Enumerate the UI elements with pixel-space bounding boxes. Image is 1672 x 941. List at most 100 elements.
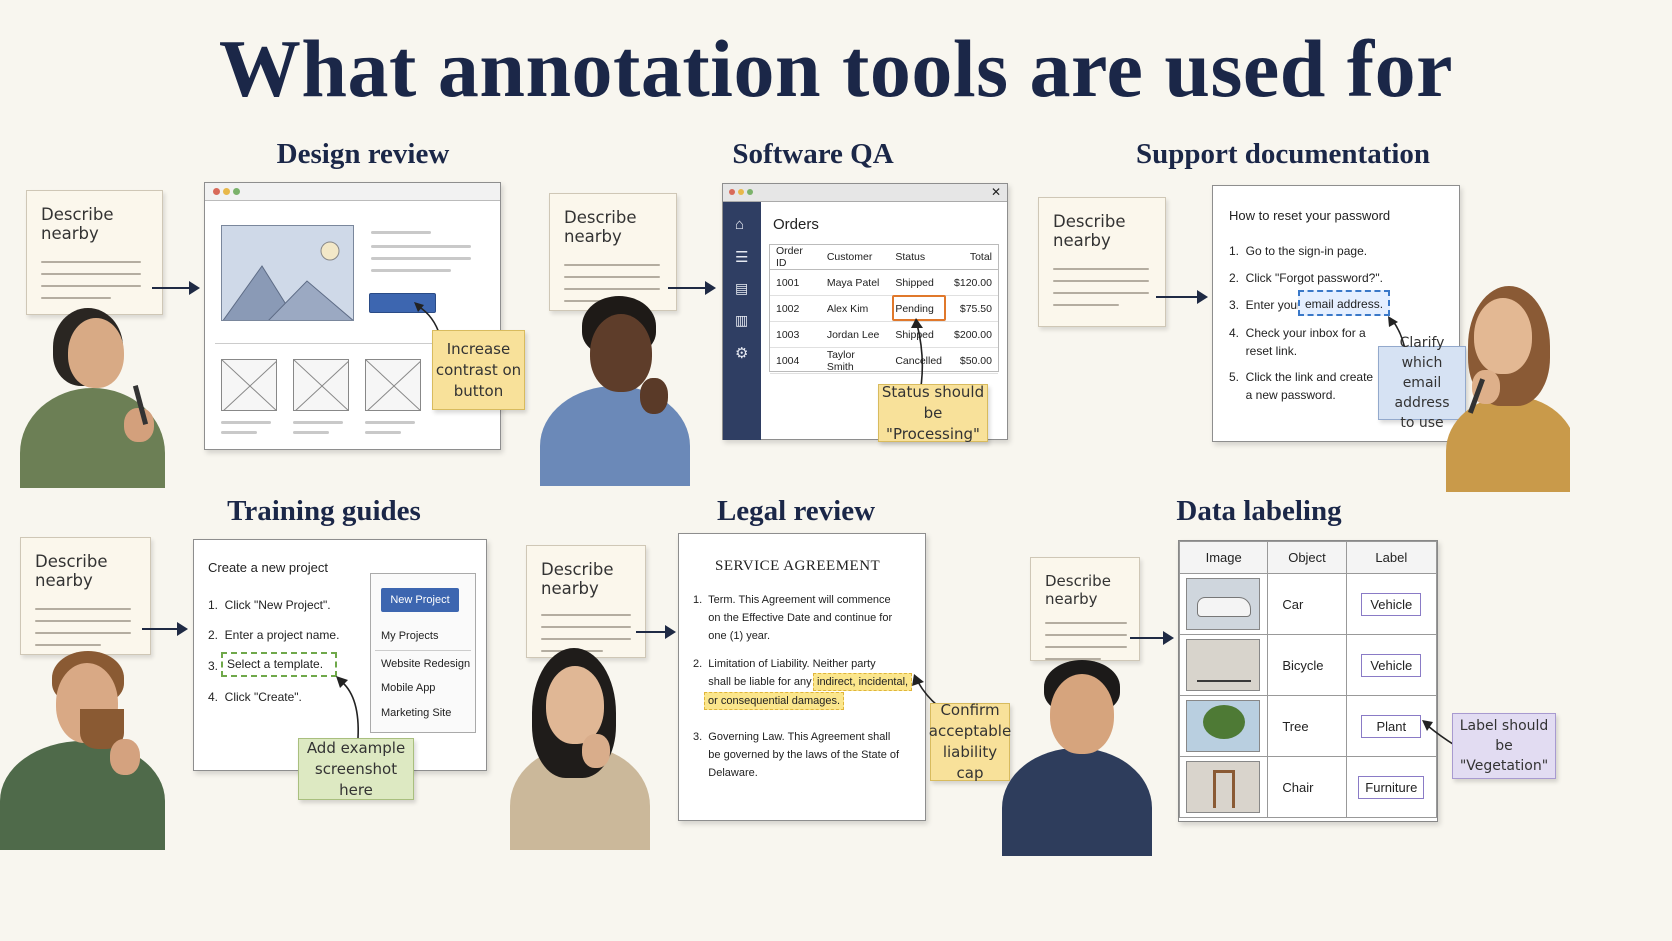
step-text: 5. Click the link and create a new passw… [1229, 370, 1374, 402]
object-cell: Chair [1267, 756, 1347, 818]
table-cell: 1002 [770, 295, 821, 322]
column-header: Image [1178, 541, 1269, 574]
note-label: Describe nearby [41, 205, 114, 243]
column-header: Order ID [770, 245, 821, 270]
chart-icon[interactable]: ▥ [735, 312, 749, 328]
panel-title-design-review: Design review [276, 138, 450, 170]
label-tag[interactable]: Vehicle [1361, 592, 1422, 616]
bike-thumbnail-icon [1186, 639, 1260, 691]
person-illustration [510, 648, 660, 850]
object-cell: Bicycle [1267, 634, 1347, 696]
placeholder-icon [221, 359, 277, 411]
clause-text: 3. Governing Law. This Agreement shall b… [693, 731, 900, 779]
step-text: 3. Enter your [1229, 298, 1302, 312]
table-row[interactable]: Bicycle Vehicle [1178, 634, 1438, 696]
page-title: What annotation tools are used for [218, 23, 1454, 114]
car-thumbnail-icon [1186, 578, 1260, 630]
person-illustration [540, 296, 700, 486]
window-heading: Orders [773, 216, 819, 233]
column-header: Customer [820, 245, 890, 270]
panel-title-training-guides: Training guides [227, 495, 421, 527]
home-icon[interactable]: ⌂ [735, 216, 745, 233]
design-mockup-window [204, 182, 501, 450]
table-row[interactable]: Tree Plant [1178, 695, 1438, 757]
window-maximize-dot-icon [747, 189, 753, 195]
placeholder-icon [365, 359, 421, 411]
describe-nearby-note: Describe nearby [1030, 557, 1140, 661]
placeholder-icon [293, 359, 349, 411]
callout-note: Confirm acceptable liability cap [928, 701, 1012, 782]
note-label: Describe nearby [541, 560, 614, 598]
gear-icon[interactable]: ⚙ [735, 345, 749, 362]
panel-title-software-qa: Software QA [732, 138, 894, 170]
step-text: 4. Check your inbox for a reset link. [1229, 326, 1366, 358]
step-text: 2. Enter a project name. [208, 628, 340, 642]
help-article-window: How to reset your password 1. Go to the … [1212, 185, 1460, 442]
highlighted-text: indirect, incidental, [813, 673, 913, 691]
step-text: 4. Click "Create". [208, 690, 302, 704]
label-cell: Vehicle [1345, 634, 1438, 696]
window-minimize-dot-icon [738, 189, 744, 195]
app-sidebar: ⌂ ☰ ▤ ▥ ⚙ [723, 202, 761, 440]
window-minimize-dot-icon [223, 188, 230, 195]
table-cell: $50.00 [948, 347, 998, 374]
menu-item[interactable]: My Projects [381, 630, 439, 642]
callout-note: Add example screenshot here [298, 738, 414, 800]
table-cell: Shipped [889, 269, 949, 296]
image-placeholder-icon [221, 225, 354, 321]
panel-title-data-labeling: Data labeling [1176, 495, 1342, 527]
panel-title-support-documentation: Support documentation [1135, 138, 1431, 170]
menu-icon[interactable]: ☰ [735, 249, 749, 266]
table-cell: 1004 [770, 347, 821, 374]
menu-item[interactable]: Marketing Site [381, 707, 452, 719]
person-illustration [18, 300, 188, 488]
note-label: Describe nearby [35, 552, 108, 590]
menu-item[interactable]: Mobile App [381, 682, 436, 694]
chair-thumbnail-icon [1186, 761, 1260, 813]
window-maximize-dot-icon [233, 188, 240, 195]
panel-title-legal-review: Legal review [716, 495, 876, 527]
note-label: Describe nearby [1045, 572, 1111, 608]
arrow-icon [636, 625, 676, 639]
step-text: 3. [208, 659, 219, 673]
note-label: Describe nearby [1053, 212, 1126, 250]
arrow-icon [1156, 290, 1208, 304]
image-cell [1178, 695, 1269, 757]
menu-item[interactable]: Website Redesign [381, 658, 471, 670]
label-tag[interactable]: Furniture [1358, 775, 1425, 799]
table-cell: 1001 [770, 269, 821, 296]
contract-document: SERVICE AGREEMENT 1. Term. This Agreemen… [678, 533, 926, 821]
column-header: Object [1267, 541, 1347, 574]
column-header: Label [1345, 541, 1438, 574]
table-cell: 1003 [770, 321, 821, 348]
table-cell: Pending [889, 295, 949, 322]
object-cell: Tree [1267, 695, 1347, 757]
arrow-icon [1130, 631, 1174, 645]
clause-text: 2. Limitation of Liability. Neither part… [693, 658, 876, 688]
image-cell [1178, 573, 1269, 635]
label-cell: Plant [1345, 695, 1438, 757]
describe-nearby-note: Describe nearby [549, 193, 677, 311]
label-tag[interactable]: Plant [1361, 714, 1422, 738]
document-icon[interactable]: ▤ [735, 280, 749, 296]
arrow-icon [668, 281, 716, 295]
image-cell [1178, 756, 1269, 818]
table-cell: Jordan Lee [820, 321, 890, 348]
callout-note: Status should be "Processing" [878, 383, 988, 443]
window-close-dot-icon [729, 189, 735, 195]
label-tag[interactable]: Vehicle [1361, 653, 1422, 677]
app-menu-panel: New Project My Projects Website Redesign… [370, 573, 476, 733]
step-text: 2. Click "Forgot password?". [1229, 271, 1383, 285]
step-text: 1. Go to the sign-in page. [1229, 244, 1368, 258]
step-text: 1. Click "New Project". [208, 598, 331, 612]
close-icon[interactable]: ✕ [991, 185, 1002, 199]
new-project-button[interactable]: New Project [381, 588, 459, 612]
table-row[interactable]: Chair Furniture [1178, 756, 1438, 818]
